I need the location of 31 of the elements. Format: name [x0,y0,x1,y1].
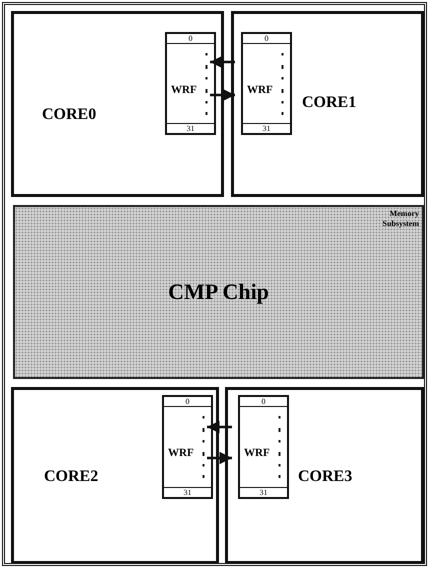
arrow [210,56,235,68]
core-box [11,11,224,197]
core-label: CORE1 [302,94,356,112]
register-file-label: WRF [171,84,197,96]
memory-subsystem-box [13,205,424,379]
register-file-box [162,395,213,499]
register-file-label: WRF [244,447,270,459]
register-file-label: WRF [168,447,194,459]
register-index: 31 [167,123,214,133]
register-index: 0 [240,397,287,407]
core-label: CORE0 [42,106,96,124]
arrow [207,452,232,464]
core-box [11,387,219,564]
core-label: CORE3 [298,468,352,486]
core-box [225,387,424,564]
arrow [210,88,235,102]
chip-label: CMP Chip [167,279,270,305]
register-file-box [165,32,216,135]
register-index: 0 [167,34,214,44]
register-index: 0 [164,397,211,407]
register-file-label: WRF [247,84,273,96]
core-label: CORE2 [44,468,98,486]
register-index: 31 [164,487,211,497]
register-file-box [241,32,292,135]
arrow [207,420,232,434]
register-index: 0 [243,34,290,44]
register-index: 31 [240,487,287,497]
register-index: 31 [243,123,290,133]
memory-label: Memory Subsystem [382,209,419,229]
register-file-box [238,395,289,499]
core-box [231,11,424,197]
